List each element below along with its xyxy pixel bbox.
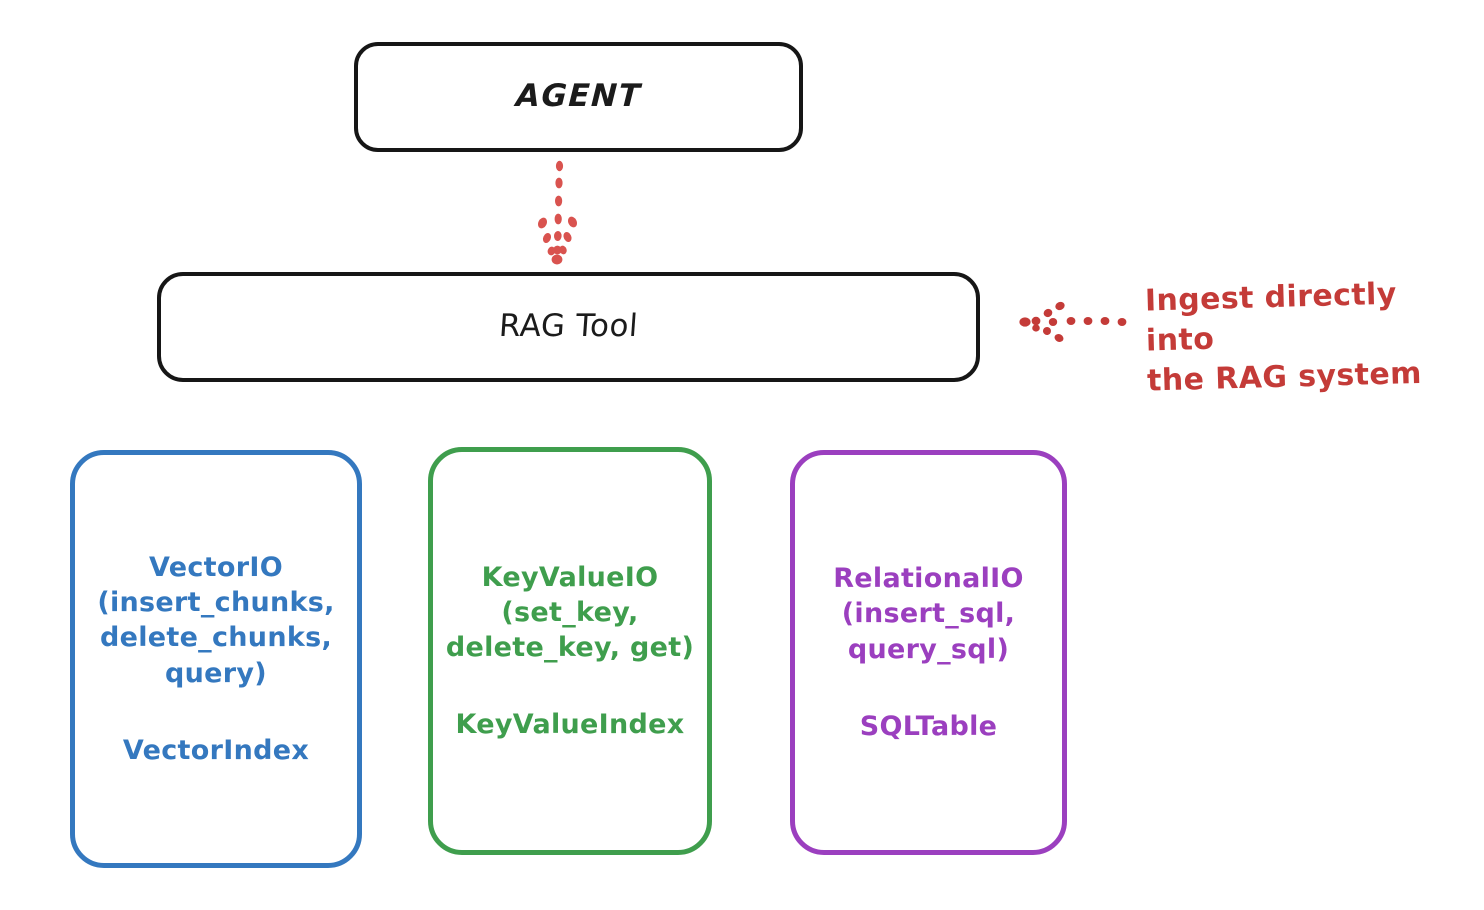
annotation-ingest-text: Ingest directly into the RAG system [1144, 276, 1423, 399]
node-key-value-io-api-label: KeyValueIO (set_key, delete_key, get) [445, 561, 695, 663]
node-rag-tool-label: RAG Tool [497, 308, 640, 345]
connector-ingest-arrow [1018, 295, 1143, 350]
arrow-left-dotted-icon [1019, 301, 1127, 342]
node-key-value-io-index-label: KeyValueIndex [455, 709, 685, 741]
node-relational-io[interactable]: RelationalIO (insert_sql, query_sql) SQL… [790, 450, 1067, 855]
node-vector-io[interactable]: VectorIO (insert_chunks, delete_chunks, … [70, 450, 362, 868]
node-key-value-io[interactable]: KeyValueIO (set_key, delete_key, get) Ke… [428, 447, 712, 855]
node-vector-io-index-label: VectorIndex [122, 734, 310, 766]
node-vector-io-api-label: VectorIO (insert_chunks, delete_chunks, … [97, 552, 335, 689]
node-agent[interactable]: AGENT [354, 42, 803, 152]
connector-agent-to-rag-tool [508, 160, 608, 265]
node-agent-label: AGENT [514, 78, 643, 115]
node-rag-tool[interactable]: RAG Tool [157, 272, 980, 382]
node-relational-io-api-label: RelationalIO (insert_sql, query_sql) [833, 563, 1024, 665]
node-relational-io-index-label: SQLTable [859, 710, 998, 742]
arrow-down-dotted-icon [537, 160, 578, 265]
